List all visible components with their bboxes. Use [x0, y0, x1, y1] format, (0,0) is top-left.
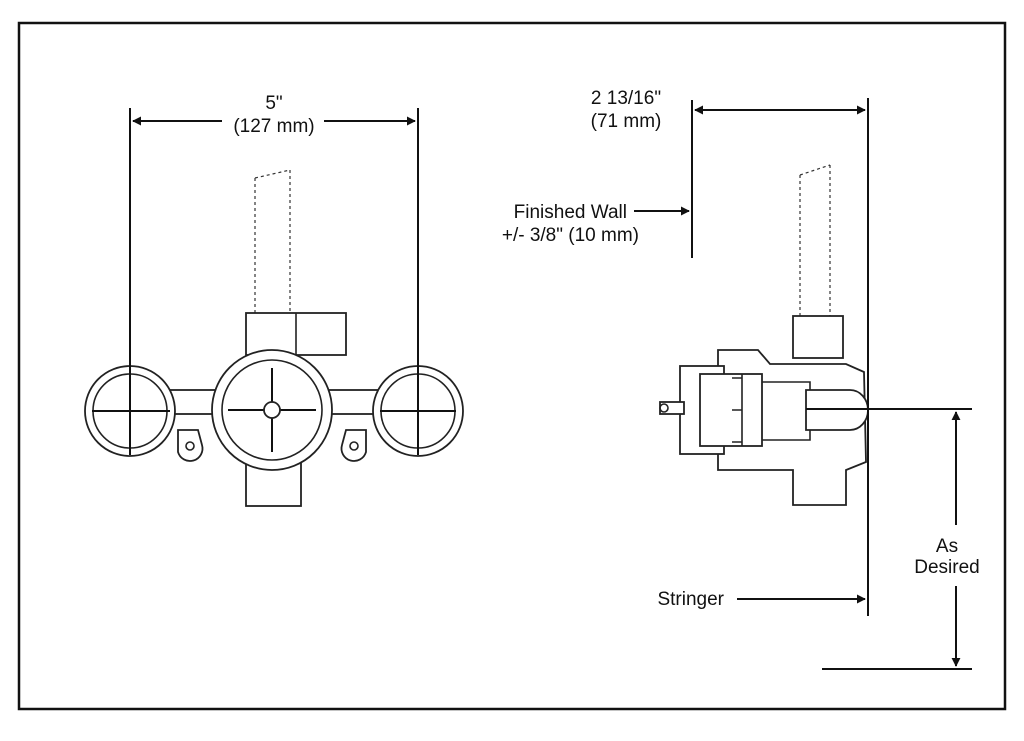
front-width-inches: 5": [265, 93, 282, 114]
finished-wall-tolerance: +/- 3/8" (10 mm): [502, 225, 639, 246]
side-view: 2 13/16" (71 mm) Finished Wall +/- 3/8" …: [502, 88, 980, 670]
diagram-border: [17, 21, 1007, 711]
front-width-mm: (127 mm): [233, 116, 314, 137]
front-pipe-dashed: [254, 169, 291, 315]
as-desired-label-line2: Desired: [914, 557, 979, 578]
side-depth-inches: 2 13/16": [591, 88, 661, 109]
front-center-cartridge: [211, 349, 333, 471]
side-depth-mm: (71 mm): [591, 111, 662, 132]
finished-wall-label: Finished Wall: [514, 202, 627, 223]
side-valve-body: [659, 315, 869, 506]
stringer-label: Stringer: [657, 589, 724, 610]
side-pipe-dashed: [799, 164, 831, 318]
as-desired-label-line1: As: [936, 536, 958, 557]
front-view: 5" (127 mm): [84, 93, 464, 507]
